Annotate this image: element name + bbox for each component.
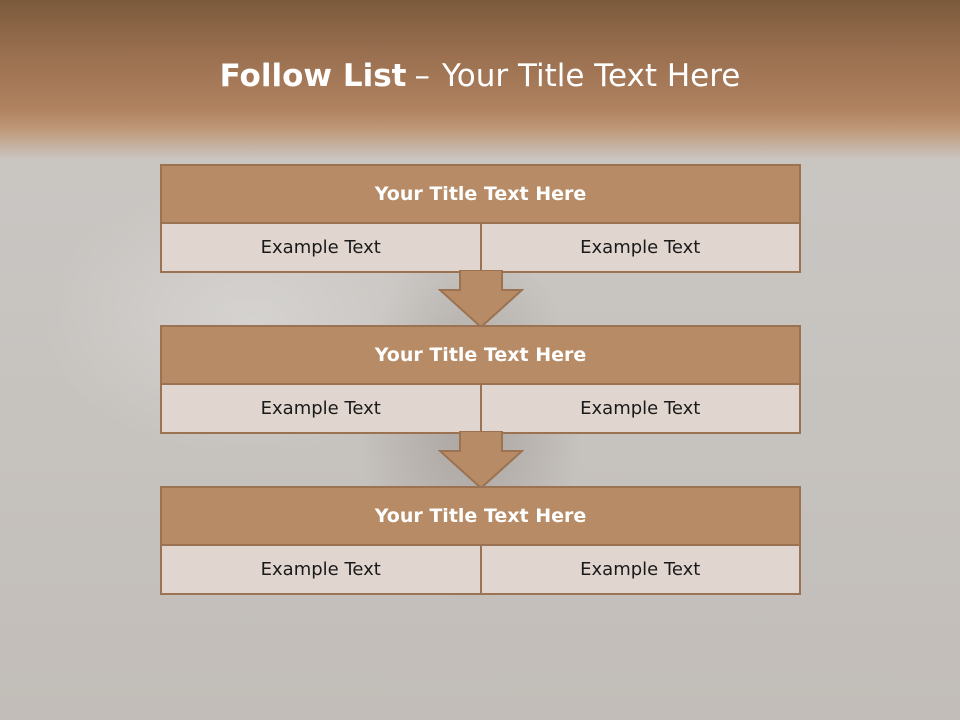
block-cell-right: Example Text [479,385,800,432]
list-block-3: Your Title Text Here Example Text Exampl… [160,486,801,595]
slide-title: Follow List–Your Title Text Here [0,54,960,98]
down-arrow-icon [438,270,524,328]
block-row: Example Text Example Text [162,385,799,432]
block-title: Your Title Text Here [162,327,799,385]
block-cell-left: Example Text [260,559,381,580]
title-bold-part: Follow List [219,58,407,94]
block-row: Example Text Example Text [162,546,799,593]
block-title: Your Title Text Here [162,488,799,546]
header-band [0,0,960,160]
list-block-1: Your Title Text Here Example Text Exampl… [160,164,801,273]
block-cell-right: Example Text [479,546,800,593]
block-cell-left: Example Text [260,398,381,419]
down-arrow-icon [438,431,524,489]
block-title: Your Title Text Here [162,166,799,224]
block-row: Example Text Example Text [162,224,799,271]
title-rest-part: Your Title Text Here [441,58,741,94]
list-block-2: Your Title Text Here Example Text Exampl… [160,325,801,434]
block-cell-right: Example Text [479,224,800,271]
block-cell-left: Example Text [260,237,381,258]
title-separator: – [414,58,430,94]
